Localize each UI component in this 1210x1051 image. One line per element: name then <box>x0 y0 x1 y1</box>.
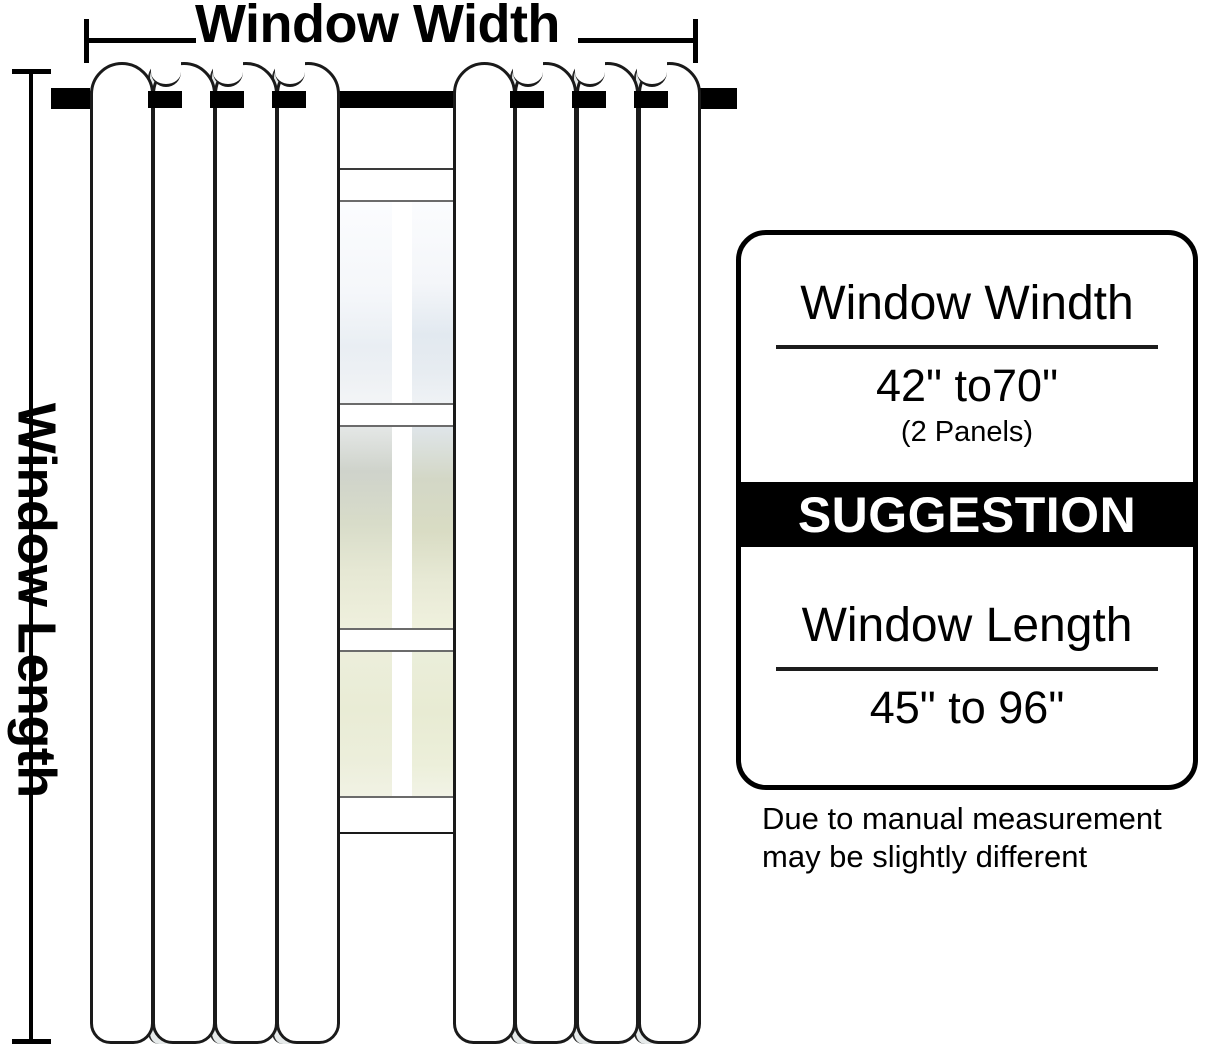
curtain-panel-right <box>453 62 701 1044</box>
length-dimension-label: Window Length <box>6 402 67 798</box>
curtain-pleat <box>276 62 340 1044</box>
suggestion-length-title: Window Length <box>801 599 1133 653</box>
width-dimension-tick-right <box>693 19 698 63</box>
window-glass-row-top <box>322 200 474 405</box>
measurement-disclaimer: Due to manual measurement may be slightl… <box>762 800 1202 877</box>
suggestion-width-title: Window Windth <box>800 277 1134 331</box>
suggestion-width-value: 42" to70" <box>875 360 1059 412</box>
width-dimension-line-right <box>578 38 697 43</box>
curtain-pleat <box>514 62 577 1044</box>
curtain-gore-cap <box>575 62 605 87</box>
curtain-gore-cap <box>151 62 181 87</box>
rod-through-gore <box>272 91 306 108</box>
curtain-gore-cap <box>213 62 243 87</box>
rod-finial-left <box>51 88 90 109</box>
curtain-gore-cap <box>513 62 543 87</box>
suggestion-length-divider <box>776 667 1158 672</box>
rod-through-gore <box>572 91 606 108</box>
suggestion-width-section: Window Windth 42" to70" (2 Panels) <box>741 235 1193 482</box>
curtain-pleat <box>576 62 639 1044</box>
window-sill <box>318 832 478 834</box>
suggestion-length-section: Window Length 45" to 96" <box>741 547 1193 785</box>
suggestion-width-panels-note: (2 Panels) <box>900 415 1034 448</box>
disclaimer-line-2: may be slightly different <box>762 839 1088 875</box>
window-header-rail <box>318 168 478 170</box>
window-mullion <box>391 652 412 796</box>
rod-through-gore <box>210 91 244 108</box>
window-glass-row-middle <box>322 425 474 630</box>
length-dimension-tick-bottom <box>12 1039 51 1044</box>
curtain-pleat <box>152 62 216 1044</box>
rod-through-gore <box>510 91 544 108</box>
window-glass-row-bottom <box>322 650 474 798</box>
curtain-pleat <box>90 62 154 1044</box>
window-mullion <box>391 427 412 628</box>
suggestion-card: Window Windth 42" to70" (2 Panels) SUGGE… <box>736 230 1198 790</box>
window-mullion <box>391 202 412 403</box>
curtain-pleat <box>214 62 278 1044</box>
curtain-panel-left <box>90 62 340 1044</box>
rod-finial-right <box>696 88 737 109</box>
suggestion-banner: SUGGESTION <box>741 482 1193 547</box>
curtain-gore-cap <box>275 62 305 87</box>
curtain-gore-cap <box>637 62 667 87</box>
suggestion-width-divider <box>776 345 1158 350</box>
rod-through-gore <box>634 91 668 108</box>
curtain-pleat <box>638 62 701 1044</box>
rod-through-gore <box>148 91 182 108</box>
curtain-pleat <box>453 62 516 1044</box>
width-dimension-label: Window Width <box>195 0 560 54</box>
disclaimer-line-1: Due to manual measurement <box>762 801 1162 836</box>
suggestion-length-value: 45" to 96" <box>869 682 1065 734</box>
width-dimension-line-left <box>86 38 196 43</box>
length-dimension-line <box>29 71 33 1043</box>
